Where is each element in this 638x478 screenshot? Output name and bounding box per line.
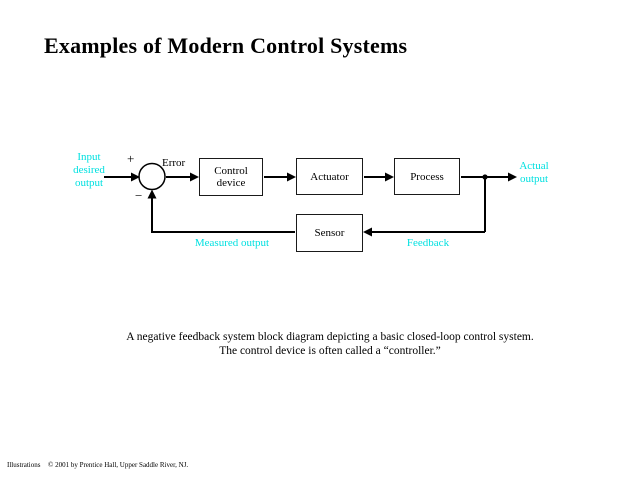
arrowhead-into-actuator xyxy=(287,172,296,182)
copyright-text: © 2001 by Prentice Hall, Upper Saddle Ri… xyxy=(48,461,189,469)
error-label: Error xyxy=(162,157,186,169)
block-process: Process xyxy=(394,158,460,195)
input-desired-output-label: Input desired output xyxy=(73,151,105,189)
arrowhead-into-process xyxy=(385,172,394,182)
measured-output-label: Measured output xyxy=(194,237,270,249)
feedback-label: Feedback xyxy=(406,237,450,249)
arrowhead-into-summing xyxy=(131,172,140,182)
block-control-device: Control device xyxy=(199,158,263,196)
actual-output-label: Actual output xyxy=(519,160,549,185)
figure-caption: A negative feedback system block diagram… xyxy=(22,330,638,358)
arrowhead-into-sensor xyxy=(363,227,372,237)
block-sensor: Sensor xyxy=(296,214,363,252)
plus-sign: + xyxy=(127,151,135,166)
illustrations-label: Illustrations xyxy=(7,461,41,469)
block-actuator: Actuator xyxy=(296,158,363,195)
caption-line-2: The control device is often called a “co… xyxy=(219,345,441,357)
arrowhead-into-control xyxy=(190,172,199,182)
caption-line-1: A negative feedback system block diagram… xyxy=(126,331,534,343)
page-title: Examples of Modern Control Systems xyxy=(44,33,408,58)
branch-junction-dot xyxy=(482,174,488,180)
arrowhead-into-summing-bottom xyxy=(147,189,157,199)
minus-sign: − xyxy=(135,188,143,203)
